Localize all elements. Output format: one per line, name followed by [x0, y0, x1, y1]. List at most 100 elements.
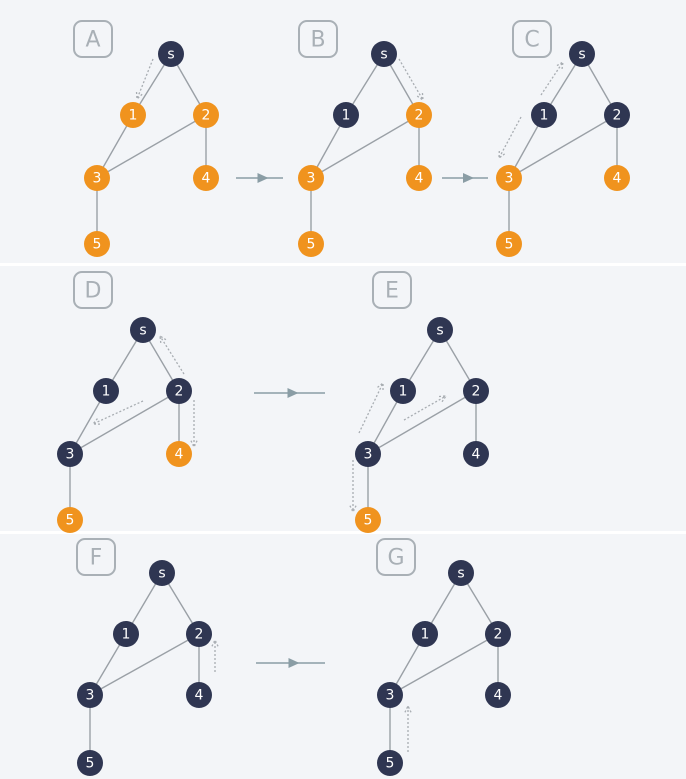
node-label: 4: [195, 688, 204, 704]
graph-node-n1: 1: [93, 378, 119, 404]
graph-edge: [310, 114, 420, 179]
flow-arrow: [254, 388, 325, 398]
node-circle: [406, 102, 432, 128]
graph-node-n4: 4: [485, 682, 511, 708]
node-label: 4: [175, 447, 184, 463]
node-label: 3: [307, 171, 316, 187]
graph-node-s: s: [130, 317, 156, 343]
traversal-path: [498, 116, 522, 159]
flow-arrow-head: [463, 173, 474, 183]
node-circle: [569, 41, 595, 67]
panel-label: D: [85, 279, 102, 304]
traversal-path: [92, 400, 144, 425]
graph-node-n1: 1: [120, 102, 146, 128]
node-circle: [84, 231, 110, 257]
node-circle: [355, 507, 381, 533]
node-label: 2: [472, 384, 481, 400]
graph-node-n3: 3: [84, 165, 110, 191]
graph-node-n2: 2: [485, 621, 511, 647]
graph-node-n5: 5: [77, 750, 103, 776]
node-label: 5: [386, 756, 395, 772]
graph-node-n5: 5: [84, 231, 110, 257]
node-circle: [496, 165, 522, 191]
node-circle: [463, 378, 489, 404]
graph-node-s: s: [569, 41, 595, 67]
panel-label: F: [90, 546, 103, 571]
graph-node-n1: 1: [113, 621, 139, 647]
graph-node-n5: 5: [298, 231, 324, 257]
panel-label-box: [73, 20, 113, 58]
panel-label-box: [512, 20, 552, 58]
node-label: 4: [472, 447, 481, 463]
graph-node-n4: 4: [166, 441, 192, 467]
node-circle: [412, 621, 438, 647]
graph-edge: [389, 633, 499, 696]
node-label: 4: [613, 171, 622, 187]
node-label: 1: [129, 108, 138, 124]
node-circle: [186, 682, 212, 708]
node-circle: [377, 682, 403, 708]
graph-node-n3: 3: [355, 441, 381, 467]
graph-node-n2: 2: [193, 102, 219, 128]
node-circle: [371, 41, 397, 67]
traversal-arrowhead: [159, 334, 167, 344]
graph-node-n2: 2: [186, 621, 212, 647]
node-circle: [93, 378, 119, 404]
node-label: 2: [195, 627, 204, 643]
node-label: 5: [66, 513, 75, 529]
node-label: 3: [505, 171, 514, 187]
graph-node-n1: 1: [531, 102, 557, 128]
node-label: 3: [386, 688, 395, 704]
panel-label: G: [387, 546, 404, 571]
panel-label-box: [298, 20, 338, 58]
node-circle: [298, 231, 324, 257]
node-label: 2: [175, 384, 184, 400]
graph-node-n1: 1: [412, 621, 438, 647]
node-label: 1: [540, 108, 549, 124]
node-circle: [166, 441, 192, 467]
traversal-arrowhead: [498, 150, 506, 160]
node-circle: [130, 317, 156, 343]
graph-edge: [69, 390, 180, 455]
node-circle: [120, 102, 146, 128]
node-label: 1: [122, 627, 131, 643]
traversal-path: [403, 395, 447, 421]
node-circle: [84, 165, 110, 191]
graph-node-n4: 4: [463, 441, 489, 467]
node-label: 4: [415, 171, 424, 187]
graph-edge: [508, 114, 618, 179]
graph-node-s: s: [158, 41, 184, 67]
graph-node-n4: 4: [186, 682, 212, 708]
node-circle: [463, 441, 489, 467]
graph-node-n3: 3: [57, 441, 83, 467]
node-label: 5: [86, 756, 95, 772]
graph-edge: [89, 633, 200, 696]
node-label: 5: [505, 237, 514, 253]
node-circle: [193, 102, 219, 128]
graph-node-n4: 4: [193, 165, 219, 191]
node-label: 2: [415, 108, 424, 124]
node-circle: [57, 441, 83, 467]
graph-node-n3: 3: [377, 682, 403, 708]
node-label: s: [380, 47, 387, 63]
panel-label: E: [385, 279, 399, 304]
node-label: 2: [613, 108, 622, 124]
node-circle: [77, 682, 103, 708]
node-label: 4: [494, 688, 503, 704]
node-label: 3: [66, 447, 75, 463]
row-separator: [0, 263, 686, 266]
node-circle: [77, 750, 103, 776]
traversal-arrowhead: [556, 60, 564, 70]
panel-label-box: [73, 271, 113, 309]
graph-node-n2: 2: [166, 378, 192, 404]
node-circle: [298, 165, 324, 191]
traversal-path: [136, 58, 154, 100]
node-circle: [604, 165, 630, 191]
node-label: 2: [202, 108, 211, 124]
graph-node-s: s: [427, 317, 453, 343]
node-circle: [149, 560, 175, 586]
node-label: 3: [364, 447, 373, 463]
